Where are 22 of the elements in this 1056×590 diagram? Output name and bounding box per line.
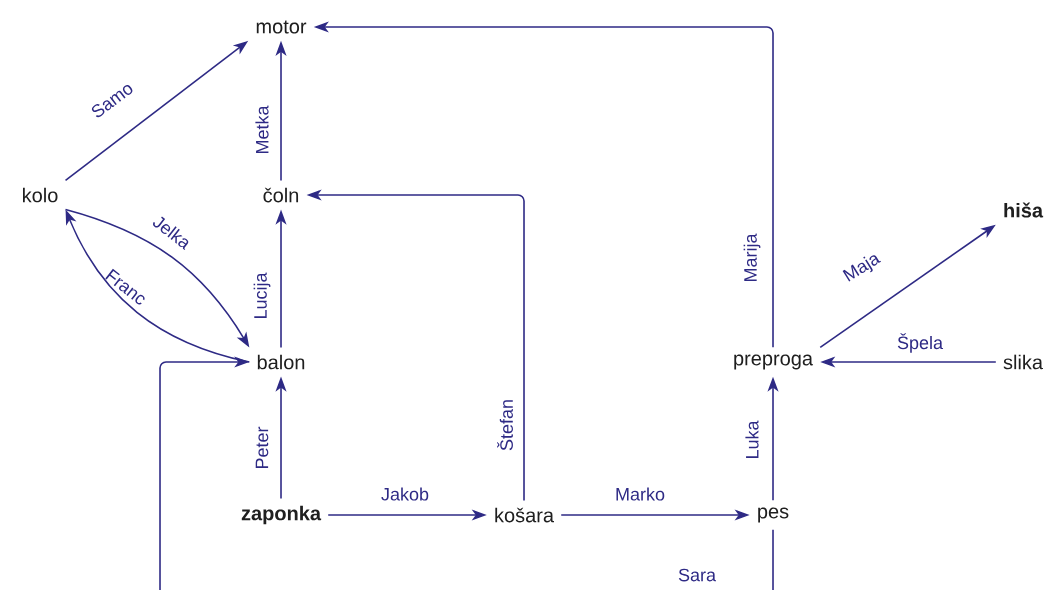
edge-label: Peter xyxy=(255,426,269,469)
edge-label: Marija xyxy=(743,233,761,282)
edge-label: Špela xyxy=(897,333,943,353)
edge-label: Sara xyxy=(678,568,716,582)
edge-label: Luka xyxy=(745,420,759,459)
node-label: motor xyxy=(256,20,307,34)
edge-label: Štefan xyxy=(497,400,513,451)
node-label: balon xyxy=(257,354,305,370)
node-label: preproga xyxy=(734,354,813,370)
node-label: zaponka xyxy=(241,505,322,525)
edge-label: Jakob xyxy=(381,487,429,501)
arrow xyxy=(159,356,774,590)
node-label: slika xyxy=(1003,354,1043,370)
edge-label: Maja xyxy=(842,255,881,282)
node-label: kolo xyxy=(23,187,58,203)
node-label: hiša xyxy=(1004,202,1044,218)
node-label: pes xyxy=(758,507,789,523)
edge-label: Marko xyxy=(616,487,665,501)
node-label: čoln xyxy=(263,187,299,203)
edge-label: Metka xyxy=(255,105,269,154)
node-label: košara xyxy=(495,507,554,523)
edge-label: Lucija xyxy=(253,272,271,319)
